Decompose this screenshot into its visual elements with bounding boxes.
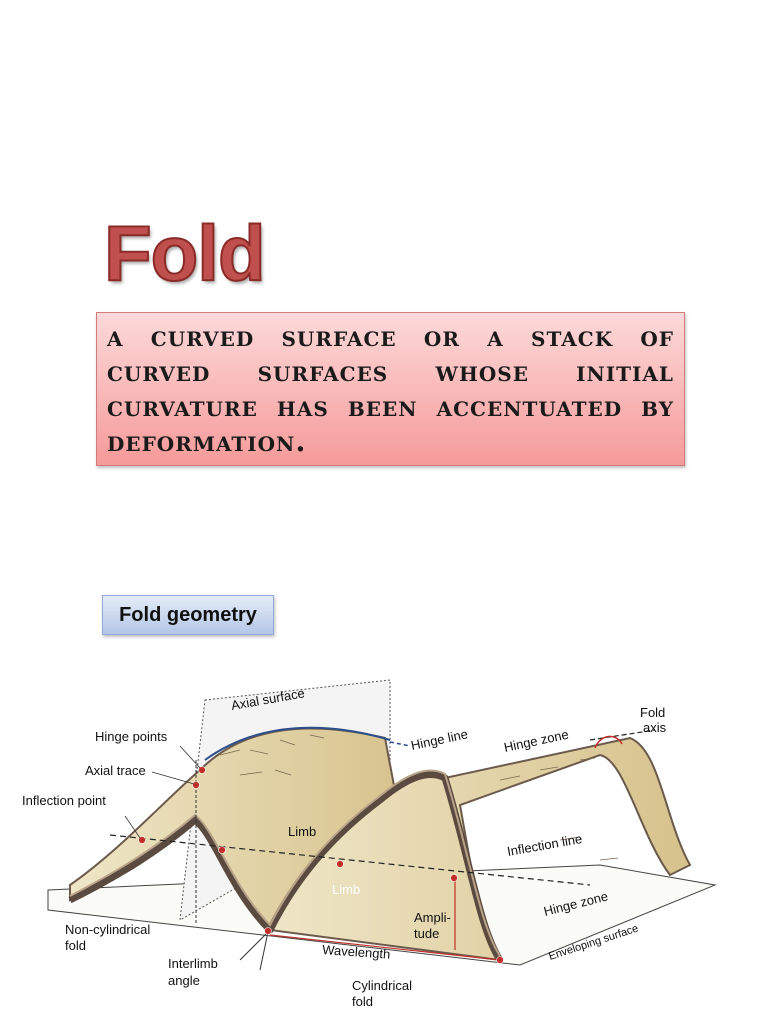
- label-interlimb-2: angle: [168, 973, 200, 988]
- subheading-box: Fold geometry: [102, 595, 274, 635]
- label-hinge-zone-top: Hinge zone: [503, 727, 570, 755]
- surface-texture: [219, 734, 619, 861]
- label-hinge-line: Hinge line: [410, 726, 470, 753]
- wavelength-line: [269, 934, 501, 961]
- definition-box: A curved surface or a stack of curved su…: [96, 312, 685, 466]
- label-cylindrical-2: fold: [352, 994, 373, 1009]
- label-limb-upper: Limb: [288, 824, 316, 839]
- subheading-text: Fold geometry: [119, 603, 257, 626]
- label-hinge-points: Hinge points: [95, 729, 168, 744]
- leader-lines: [124, 745, 201, 839]
- interlimb-line-a: [239, 931, 269, 961]
- inflection-line: [109, 834, 591, 886]
- label-interlimb-1: Interlimb: [168, 956, 218, 971]
- page-title: Fold: [103, 209, 267, 297]
- fold-axis-arc: [594, 735, 623, 749]
- label-amplitude-1: Ampli-: [414, 910, 451, 925]
- label-inflection-line: Inflection line: [506, 831, 583, 859]
- label-fold-axis-1: Fold: [640, 705, 665, 720]
- interlimb-line-b: [259, 931, 269, 971]
- definition-text: A curved surface or a stack of curved su…: [107, 319, 674, 458]
- label-cylindrical-1: Cylindrical: [352, 978, 412, 993]
- label-limb-lower: Limb: [332, 882, 360, 897]
- hinge-line-leader: [389, 741, 411, 747]
- hinge-line: [204, 726, 391, 761]
- label-fold-axis-2: axis: [643, 720, 667, 735]
- fold-edge-highlight: [69, 769, 501, 957]
- marker-points: [138, 766, 504, 964]
- fold-axis-line: [589, 729, 656, 741]
- label-non-cylindrical-2: fold: [65, 938, 86, 953]
- label-wavelength: Wavelength: [322, 942, 391, 962]
- label-inflection-point: Inflection point: [22, 793, 106, 808]
- label-non-cylindrical-1: Non-cylindrical: [65, 922, 150, 937]
- fold-geometry-diagram: Axial surface Hinge points Hinge line Ax…: [22, 679, 717, 1009]
- label-axial-trace: Axial trace: [85, 763, 146, 778]
- label-amplitude-2: tude: [414, 926, 439, 941]
